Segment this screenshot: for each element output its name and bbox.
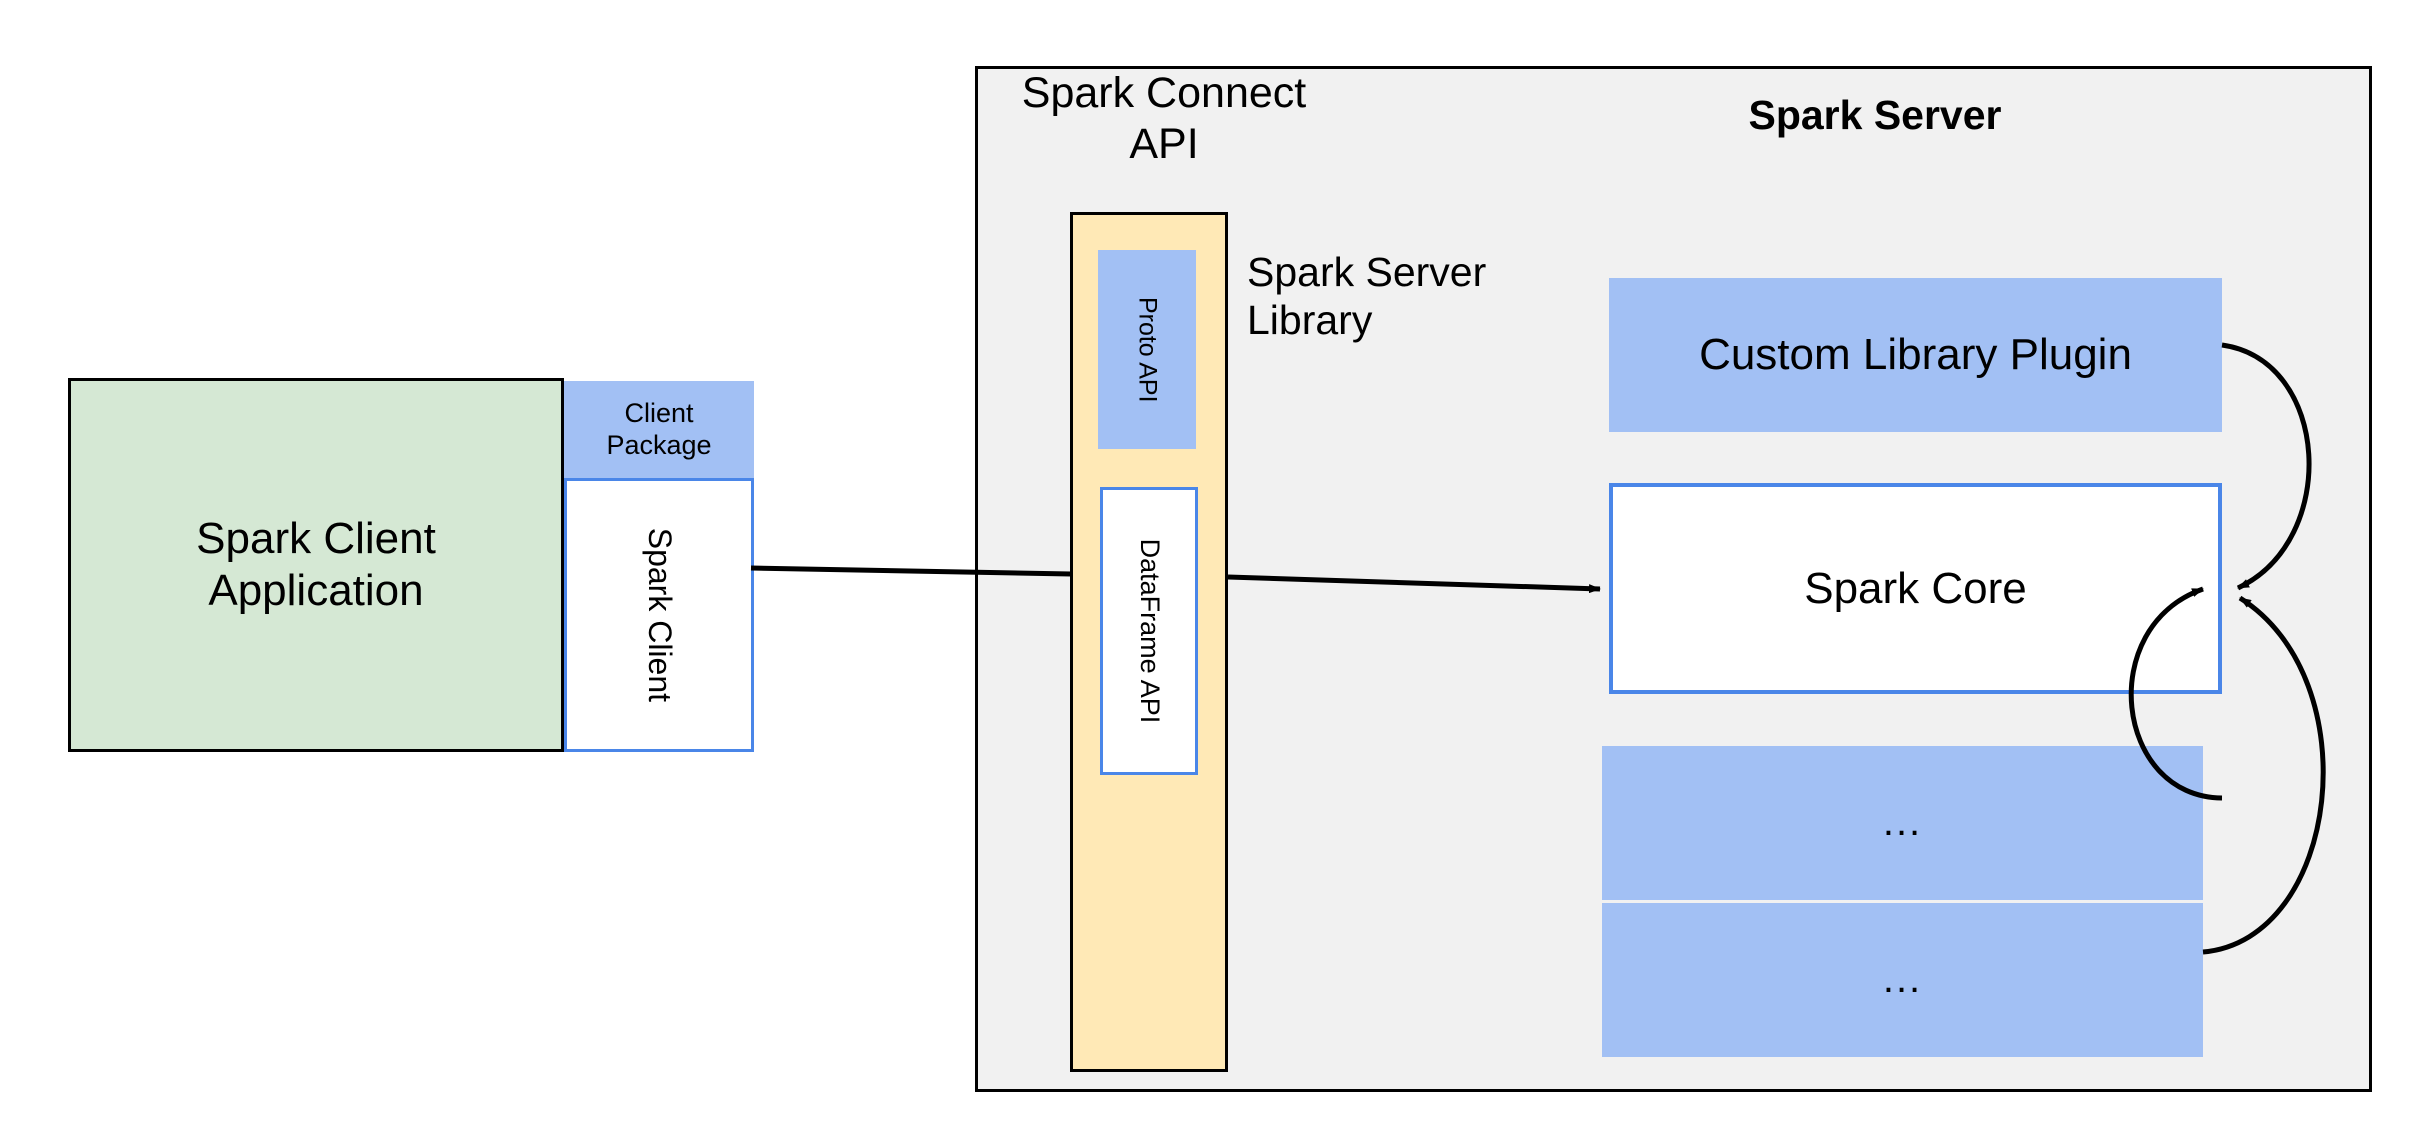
custom-library-plugin-label: Custom Library Plugin (1699, 330, 2132, 380)
ellipsis-box-two[interactable]: ... (1602, 903, 2203, 1057)
dataframe-api-label: DataFrame API (1134, 538, 1165, 724)
proto-api-box[interactable]: Proto API (1098, 250, 1196, 449)
ellipsis-box-one-label: ... (1882, 800, 1923, 845)
spark-server-title-text: Spark Server (1748, 91, 2002, 138)
spark-server-title: Spark Server (1695, 88, 2055, 142)
custom-library-plugin-box[interactable]: Custom Library Plugin (1609, 278, 2222, 432)
spark-client-label: Spark Client (641, 527, 678, 703)
dataframe-api-box[interactable]: DataFrame API (1100, 487, 1198, 775)
ellipsis-box-one[interactable]: ... (1602, 746, 2203, 900)
spark-core-box[interactable]: Spark Core (1609, 483, 2222, 694)
spark-client-box[interactable]: Spark Client (564, 478, 754, 752)
proto-api-label: Proto API (1133, 296, 1162, 403)
ellipsis-box-two-label: ... (1882, 957, 1923, 1002)
spark-core-label: Spark Core (1804, 563, 2027, 613)
